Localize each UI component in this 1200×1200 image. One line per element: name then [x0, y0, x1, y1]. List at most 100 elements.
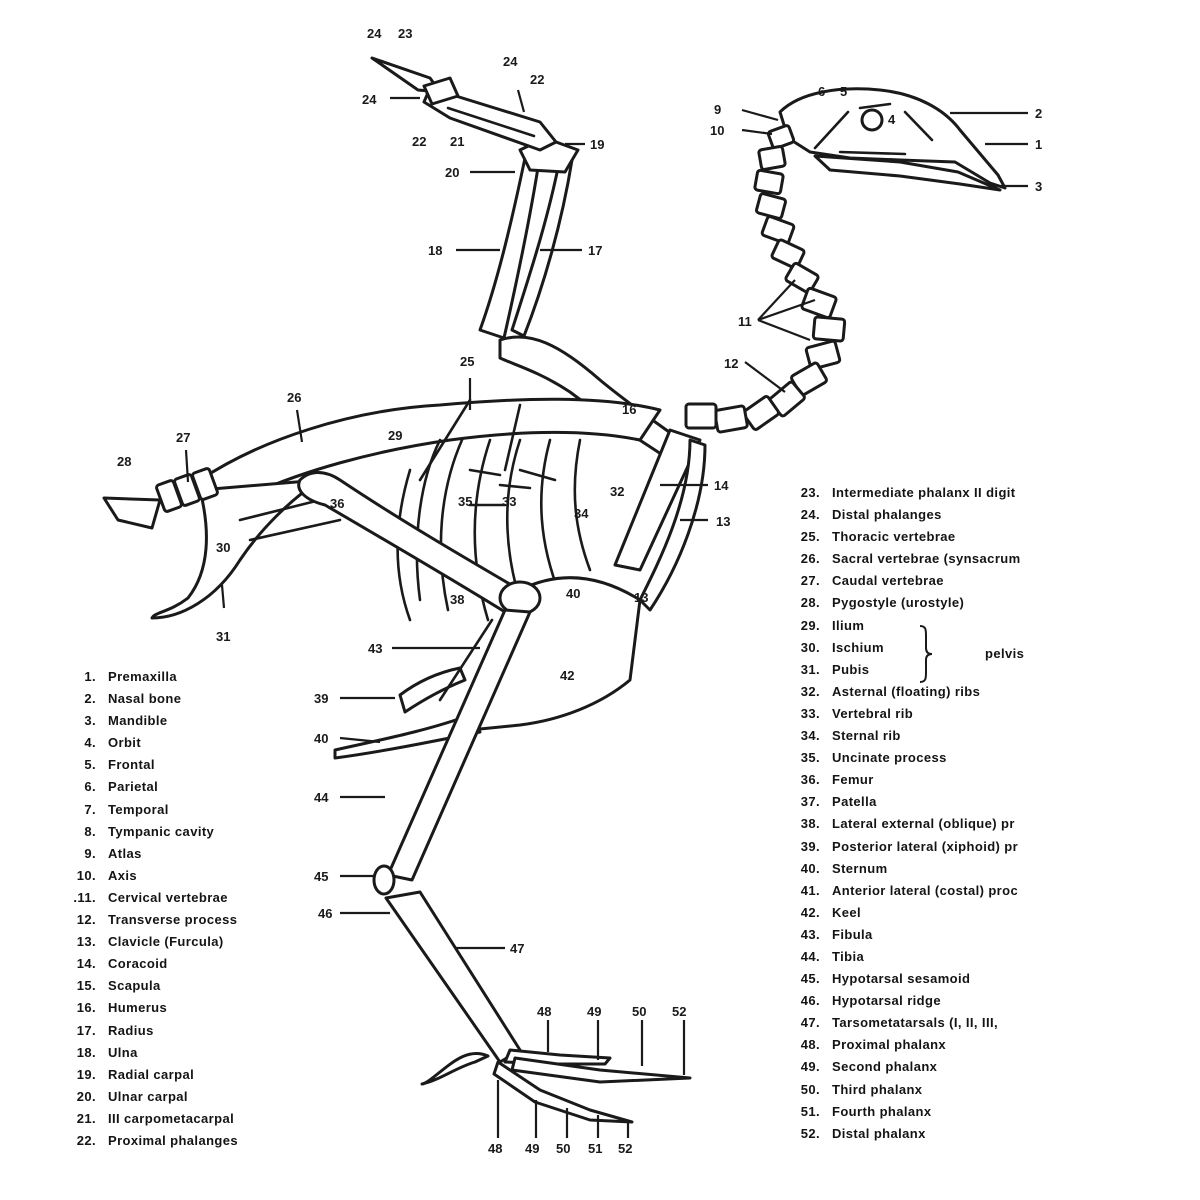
legend-label: Clavicle (Furcula)	[108, 934, 224, 950]
legend-number: 23.	[800, 485, 820, 500]
legend-item: 18.Ulna	[60, 1042, 238, 1064]
legend-number: 45.	[800, 971, 820, 987]
legend-number: 3.	[84, 713, 96, 729]
legend-label: Posterior lateral (xiphoid) pr	[832, 838, 1019, 854]
legend-item: 20.Ulnar carpal	[60, 1086, 238, 1108]
legend-number: 35.	[800, 750, 820, 766]
legend-label: Fibula	[832, 926, 873, 942]
legend-item: 48.Proximal phalanx	[780, 1034, 1110, 1056]
legend-number: 29.	[800, 617, 820, 633]
legend-number: 21.	[76, 1110, 96, 1126]
legend-item: 5.Frontal	[60, 754, 238, 776]
legend-number: 39.	[800, 838, 820, 854]
coracoid	[613, 428, 702, 572]
legend-label: Fourth phalanx	[832, 1103, 932, 1119]
legend-label: Ulnar carpal	[108, 1088, 188, 1104]
legend-label: Transverse process	[108, 912, 238, 928]
callout-48b: 48	[488, 1141, 502, 1156]
legend-item: 19.Radial carpal	[60, 1064, 238, 1086]
callout-22b: 22	[530, 72, 544, 87]
legend-number: 7.	[84, 801, 96, 817]
callout-35: 35	[458, 494, 472, 509]
carpometacarpal	[422, 86, 558, 152]
legend-number: 1.	[84, 669, 96, 684]
legend-label: Ilium	[832, 617, 865, 633]
legend-label: Parietal	[108, 779, 159, 795]
legend-label: Scapula	[108, 978, 161, 994]
callout-47: 47	[510, 941, 524, 956]
legend-item: 52.Distal phalanx	[780, 1123, 1110, 1145]
legend-number: 50.	[800, 1081, 820, 1097]
legend-item: 4. Orbit	[60, 732, 238, 754]
legend-item: 12.Transverse process	[60, 909, 238, 931]
legend-item: 43.Fibula	[780, 924, 1110, 946]
callout-36: 36	[330, 496, 344, 511]
legend-item: 35.Uncinate process	[780, 747, 1110, 769]
pelvis-bracket	[919, 625, 933, 683]
skull	[778, 87, 1007, 190]
legend-label: Pygostyle (urostyle)	[832, 595, 965, 611]
legend-label: Caudal vertebrae	[832, 573, 944, 589]
legend-number: 34.	[800, 728, 820, 744]
cervical-vertebrae	[684, 124, 847, 434]
tibia	[386, 608, 532, 882]
legend-label: Nasal bone	[108, 691, 182, 707]
legend-item: 45.Hypotarsal sesamoid	[780, 968, 1110, 990]
callout-4: 4	[888, 112, 896, 127]
legend-label: Sternum	[832, 860, 888, 876]
legend-item: 26.Sacral vertebrae (synsacrum	[780, 548, 1110, 570]
legend-number: 10.	[76, 867, 96, 883]
legend-label: Premaxilla	[108, 669, 178, 684]
legend-item: 6.Parietal	[60, 776, 238, 798]
legend-number: 28.	[800, 595, 820, 611]
legend-item: 21.III carpometacarpal	[60, 1108, 238, 1130]
callout-52: 52	[672, 1004, 686, 1019]
legend-item: 14.Coracoid	[60, 953, 238, 975]
femur	[297, 471, 522, 614]
clavicle-furcula	[638, 438, 707, 612]
legend-number: 2.	[84, 691, 96, 707]
legend-item: 41.Anterior lateral (costal) proc	[780, 880, 1110, 902]
legend-item: 46.Hypotarsal ridge	[780, 990, 1110, 1012]
legend-label: Proximal phalanges	[108, 1132, 239, 1148]
callout-13: 13	[716, 514, 730, 529]
legend-item: 38.Lateral external (oblique) pr	[780, 813, 1110, 835]
callout-3: 3	[1035, 179, 1042, 194]
legend-number: 49.	[800, 1059, 820, 1075]
callout-2: 2	[1035, 106, 1042, 121]
legend-item: 15.Scapula	[60, 975, 238, 997]
legend-item: 10. Axis	[60, 865, 238, 887]
legend-number: 4.	[84, 735, 96, 751]
callout-44: 44	[314, 790, 329, 805]
callout-50: 50	[632, 1004, 646, 1019]
callout-30: 30	[216, 540, 230, 555]
pelvis-group-bracket: pelvis	[916, 624, 1024, 689]
legend-number: 17.	[76, 1022, 96, 1038]
legend-number: 51.	[800, 1103, 820, 1119]
callout-20: 20	[445, 165, 459, 180]
legend-number: 36.	[800, 772, 820, 788]
callout-9: 9	[714, 102, 721, 117]
callout-45: 45	[314, 869, 328, 884]
legend-item: 2. Nasal bone	[60, 688, 238, 710]
legend-item: 40.Sternum	[780, 858, 1110, 880]
callout-13b: 13	[634, 590, 648, 605]
callout-11: 11	[738, 314, 752, 329]
legend-item: 32.Asternal (floating) ribs	[780, 681, 1110, 703]
legend-label: Axis	[108, 867, 138, 883]
callout-17: 17	[588, 243, 602, 258]
legend-number: 32.	[800, 683, 820, 699]
tarsometatarsus	[384, 890, 522, 1064]
legend-item: 22.Proximal phalanges	[60, 1130, 238, 1152]
callout-48: 48	[537, 1004, 551, 1019]
legend-item: 50.Third phalanx	[780, 1079, 1110, 1101]
legend-number: 8.	[84, 823, 96, 839]
legend-item: 34.Sternal rib	[780, 725, 1110, 747]
legend-label: Orbit	[108, 735, 142, 751]
legend-number: 9.	[84, 845, 96, 861]
legend-label: Tibia	[832, 948, 865, 964]
callout-19: 19	[590, 137, 604, 152]
callout-24b: 24	[362, 92, 377, 107]
